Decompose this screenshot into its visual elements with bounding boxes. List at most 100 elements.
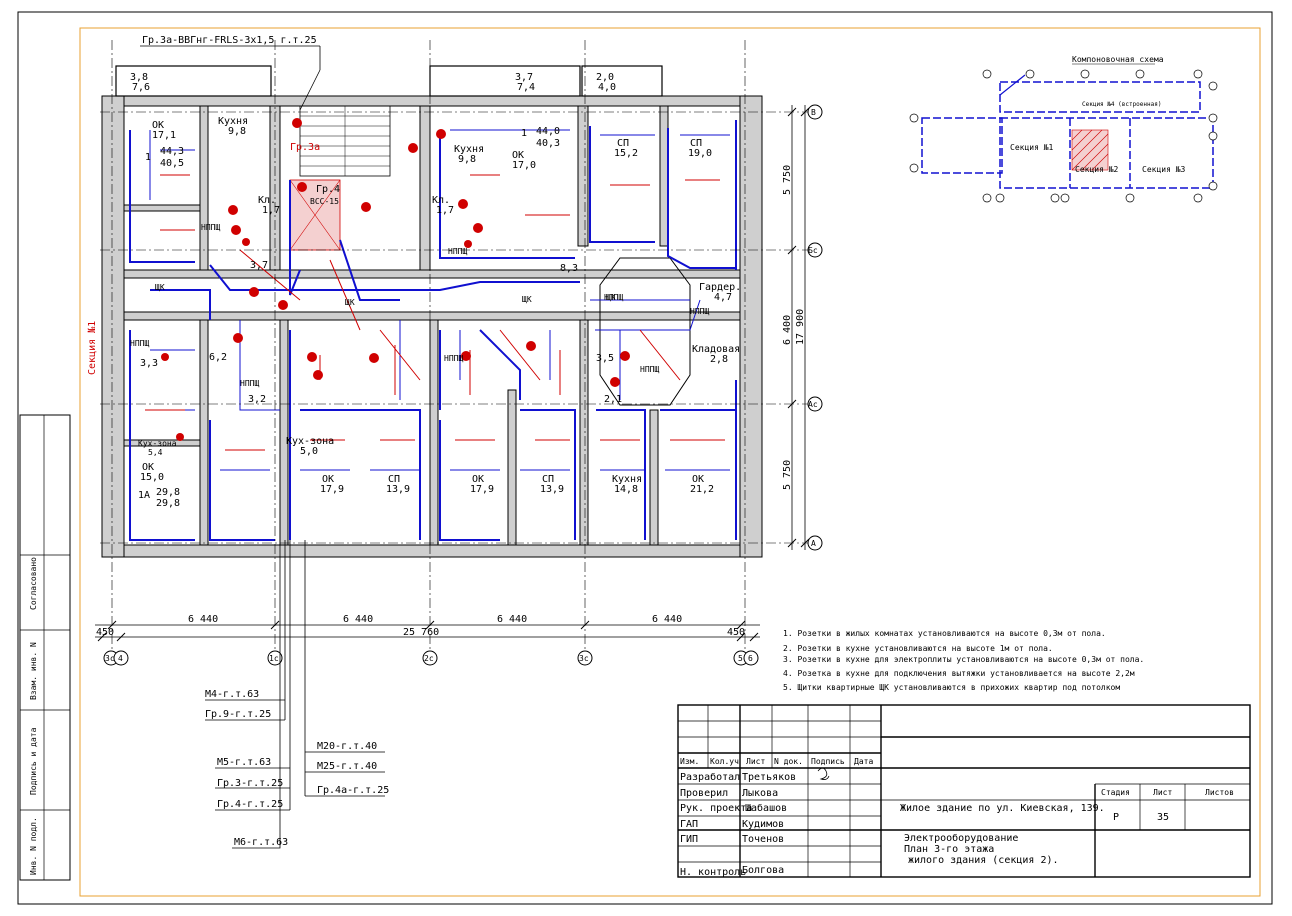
cable-label: Гр.3а-ВВГнг-FRLS-3х1,5 г.т.25 [142, 35, 317, 46]
apartment-number: 1А [138, 490, 150, 501]
room-name: Кладовая [692, 344, 740, 355]
room-area: 3,2 [248, 394, 266, 405]
wiring-network [129, 120, 737, 541]
panel-label: НППЩ [690, 307, 709, 316]
shield-label: ЩК [522, 295, 532, 304]
balcony-area: 4,0 [598, 82, 616, 93]
sheets-label: Листов [1205, 788, 1234, 797]
cable-label: Гр.3-г.т.25 [217, 778, 283, 789]
panel-label: НППЩ [640, 365, 659, 374]
dim-total: 17 900 [795, 309, 806, 345]
note-line: 2. Розетки в кухне установливаются на вы… [783, 644, 1053, 653]
room-area: 9,8 [458, 154, 476, 165]
room-area: 17,0 [512, 160, 536, 171]
stamp-signature-date: Подпись и дата [29, 727, 38, 795]
key-section: Секция №1 [1010, 143, 1054, 152]
dim-span: 6 440 [497, 614, 527, 625]
dim-span: 6 400 [782, 315, 793, 345]
room-name: Кухня [454, 144, 484, 155]
room-area: 40,5 [160, 158, 184, 169]
room-area: 9,8 [228, 126, 246, 137]
axis-bubble: В [811, 108, 816, 117]
room-name: ОК [512, 150, 524, 161]
cable-label: М5-г.т.63 [217, 757, 271, 768]
note-line: 4. Розетка в кухне для подключения вытяж… [783, 669, 1135, 678]
dim-span: 6 440 [188, 614, 218, 625]
tb-person: Кудимов [742, 819, 784, 830]
key-plan: Компоновочная схема Секция №1 Секция №2 … [909, 55, 1218, 203]
cable-label: М6-г.т.63 [234, 837, 288, 848]
axis-bubble: Бс [808, 246, 818, 255]
cable-callouts: Гр.3а-ВВГнг-FRLS-3х1,5 г.т.25 М4-г.т.63 … [140, 35, 389, 849]
room-area: 13,9 [386, 484, 410, 495]
balcony-area: 3,8 [130, 72, 148, 83]
room-area: 44,0 [536, 126, 560, 137]
axis-bubble: А [811, 539, 816, 548]
socket-annotations [145, 118, 725, 451]
room-area: 2,1 [604, 394, 622, 405]
room-area: 40,3 [536, 138, 560, 149]
panel-label: НППЩ [604, 293, 623, 302]
room-area: 17,1 [152, 130, 176, 141]
room-area: 21,2 [690, 484, 714, 495]
project-title: Жилое здание по ул. Киевская, 139. [900, 803, 1105, 814]
key-section: Секция №3 [1142, 165, 1186, 174]
riser-label: Гр.3а [290, 142, 320, 153]
sheet-title-line: Электрооборудование [904, 832, 1018, 844]
tb-role: Н. контроль [680, 867, 746, 878]
tb-role: ГИП [680, 834, 698, 845]
tb-header: Кол.уч [710, 757, 739, 766]
room-name: Гардер. [699, 282, 741, 293]
axis-bubble: 3с [579, 654, 589, 663]
dim-total: 25 760 [403, 627, 439, 638]
tb-role: Разработал [680, 771, 740, 783]
dim-span: 6 440 [343, 614, 373, 625]
room-name: Кл. [432, 195, 450, 206]
panel-label: НППЩ [448, 247, 467, 256]
title-block: Изм. Кол.уч Лист N док. Подпись Дата Раз… [677, 704, 1251, 878]
tb-header: Подпись [811, 757, 845, 766]
grid-axes: 3с 4 1с 2с 3с 5 6 В Бс Ас А [100, 40, 823, 666]
tb-person: Третьяков [742, 772, 796, 783]
axis-bubble: 4 [118, 654, 123, 663]
sheet-label: Лист [1153, 788, 1172, 797]
room-area: 17,9 [320, 484, 344, 495]
tb-person: Шабашов [745, 802, 787, 814]
sheet-number: 35 [1157, 812, 1169, 823]
dim-span: 6 440 [652, 614, 682, 625]
room-name: СП [617, 138, 629, 149]
cable-label: М25-г.т.40 [317, 761, 377, 772]
room-name: ОК [322, 474, 334, 485]
room-area: 5,0 [300, 446, 318, 457]
note-line: 1. Розетки в жилых комнатах установливаю… [783, 629, 1106, 638]
tb-header: Дата [854, 757, 873, 766]
shield-label: ЩК [345, 298, 355, 307]
building-walls [101, 65, 763, 558]
shield-label: ЩК [606, 293, 616, 302]
room-name: Кухня [612, 474, 642, 485]
room-area: 5,4 [148, 448, 163, 457]
section-label: Секция №1 [87, 321, 98, 375]
tb-header: Лист [746, 757, 765, 766]
room-name: Кух-зона [286, 436, 334, 447]
cable-label: М4-г.т.63 [205, 689, 259, 700]
axis-bubble: 5 [738, 654, 743, 663]
room-name: СП [542, 474, 554, 485]
apartment-number: 1 [145, 152, 151, 163]
tb-role: ГАП [680, 819, 698, 830]
general-notes: 1. Розетки в жилых комнатах установливаю… [783, 629, 1144, 692]
tb-role: Проверил [680, 788, 728, 799]
shield-label: ЩК [155, 283, 165, 292]
room-area: 15,2 [614, 148, 638, 159]
cable-label: Гр.4-г.т.25 [217, 799, 283, 810]
room-area: 3,3 [140, 358, 158, 369]
dim-edge: 450 [96, 627, 114, 638]
dim-span: 5 750 [782, 460, 793, 490]
stamp-inv-original: Инв. N подл. [29, 817, 38, 875]
room-name: СП [690, 138, 702, 149]
room-name: Кухня [218, 116, 248, 127]
room-area: 8,3 [560, 263, 578, 274]
tb-person: Лыкова [742, 788, 778, 799]
key-plan-title: Компоновочная схема [1072, 55, 1164, 64]
